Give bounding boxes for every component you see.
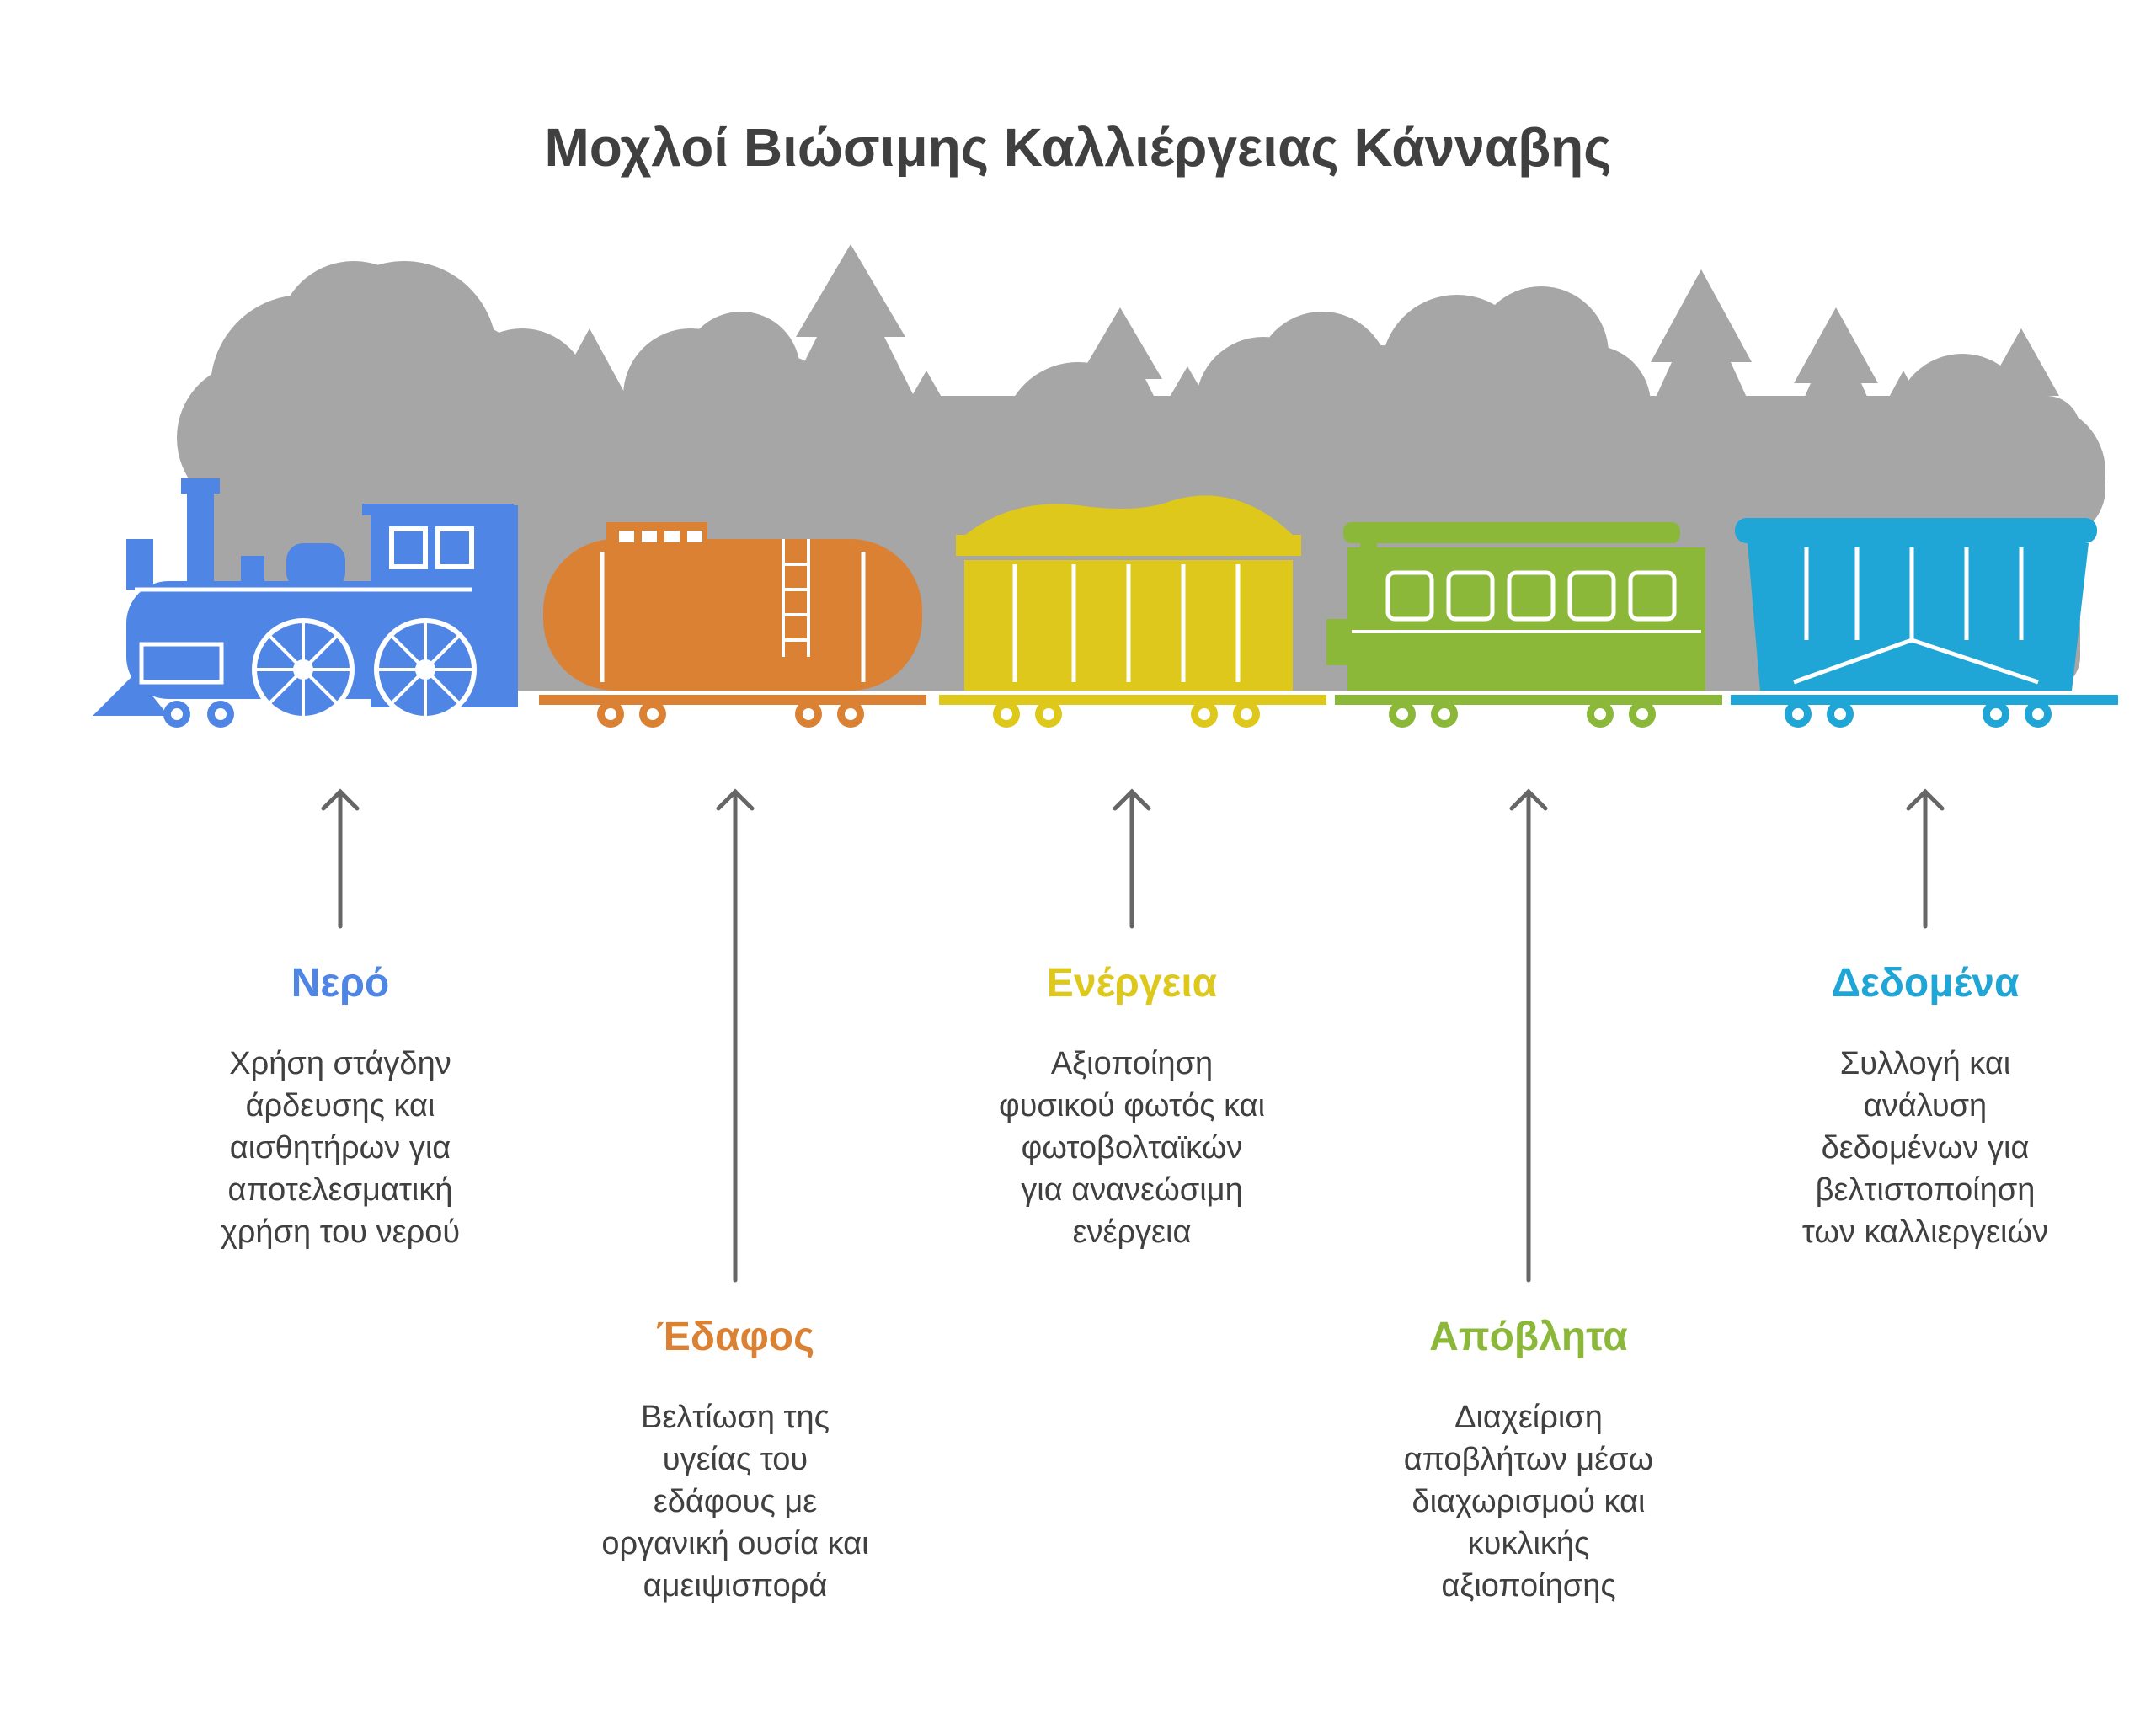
passenger-car xyxy=(1326,522,1722,728)
desc-waste: Διαχείριση αποβλήτων μέσω διαχωρισμού κα… xyxy=(1403,1400,1654,1604)
pine-tree-icon xyxy=(505,328,674,581)
label-waste: Απόβλητα xyxy=(1429,1315,1628,1359)
page-title: Μοχλοί Βιώσιμης Καλλιέργειας Κάνναβης xyxy=(544,117,1612,178)
label-energy: Ενέργεια xyxy=(1046,961,1218,1006)
arrow-up-icon xyxy=(1113,788,1151,929)
pine-tree-icon xyxy=(1061,307,1179,446)
arrows xyxy=(321,788,1945,1283)
desc-soil: Βελτίωση της υγείας του εδάφους με οργαν… xyxy=(601,1400,869,1604)
desc-energy: Αξιοποίηση φυσικού φωτός και φωτοβολταϊκ… xyxy=(998,1046,1266,1250)
hopper-car xyxy=(939,495,1326,728)
arrow-up-icon xyxy=(1509,788,1548,1283)
arrow-up-icon xyxy=(716,788,755,1283)
desc-data: Συλλογή και ανάλυση δεδομένων για βελτισ… xyxy=(1801,1046,2049,1250)
pine-tree-icon xyxy=(981,396,1057,480)
label-water: Νερό xyxy=(291,961,390,1006)
pine-tree-icon xyxy=(1630,269,1773,455)
label-data: Δεδομένα xyxy=(1831,961,2020,1006)
wheel-icon xyxy=(374,618,477,721)
wheel-icon xyxy=(252,618,355,721)
tank-car xyxy=(539,522,926,728)
arrow-up-icon xyxy=(1906,788,1945,929)
desc-water: Χρήση στάγδην άρδευσης και αισθητήρων γι… xyxy=(220,1046,461,1250)
pine-tree-icon xyxy=(1777,307,1895,459)
covered-hopper-car xyxy=(1731,518,2118,728)
locomotive xyxy=(93,478,518,728)
label-soil: Έδαφος xyxy=(655,1315,815,1359)
arrow-up-icon xyxy=(321,788,360,929)
